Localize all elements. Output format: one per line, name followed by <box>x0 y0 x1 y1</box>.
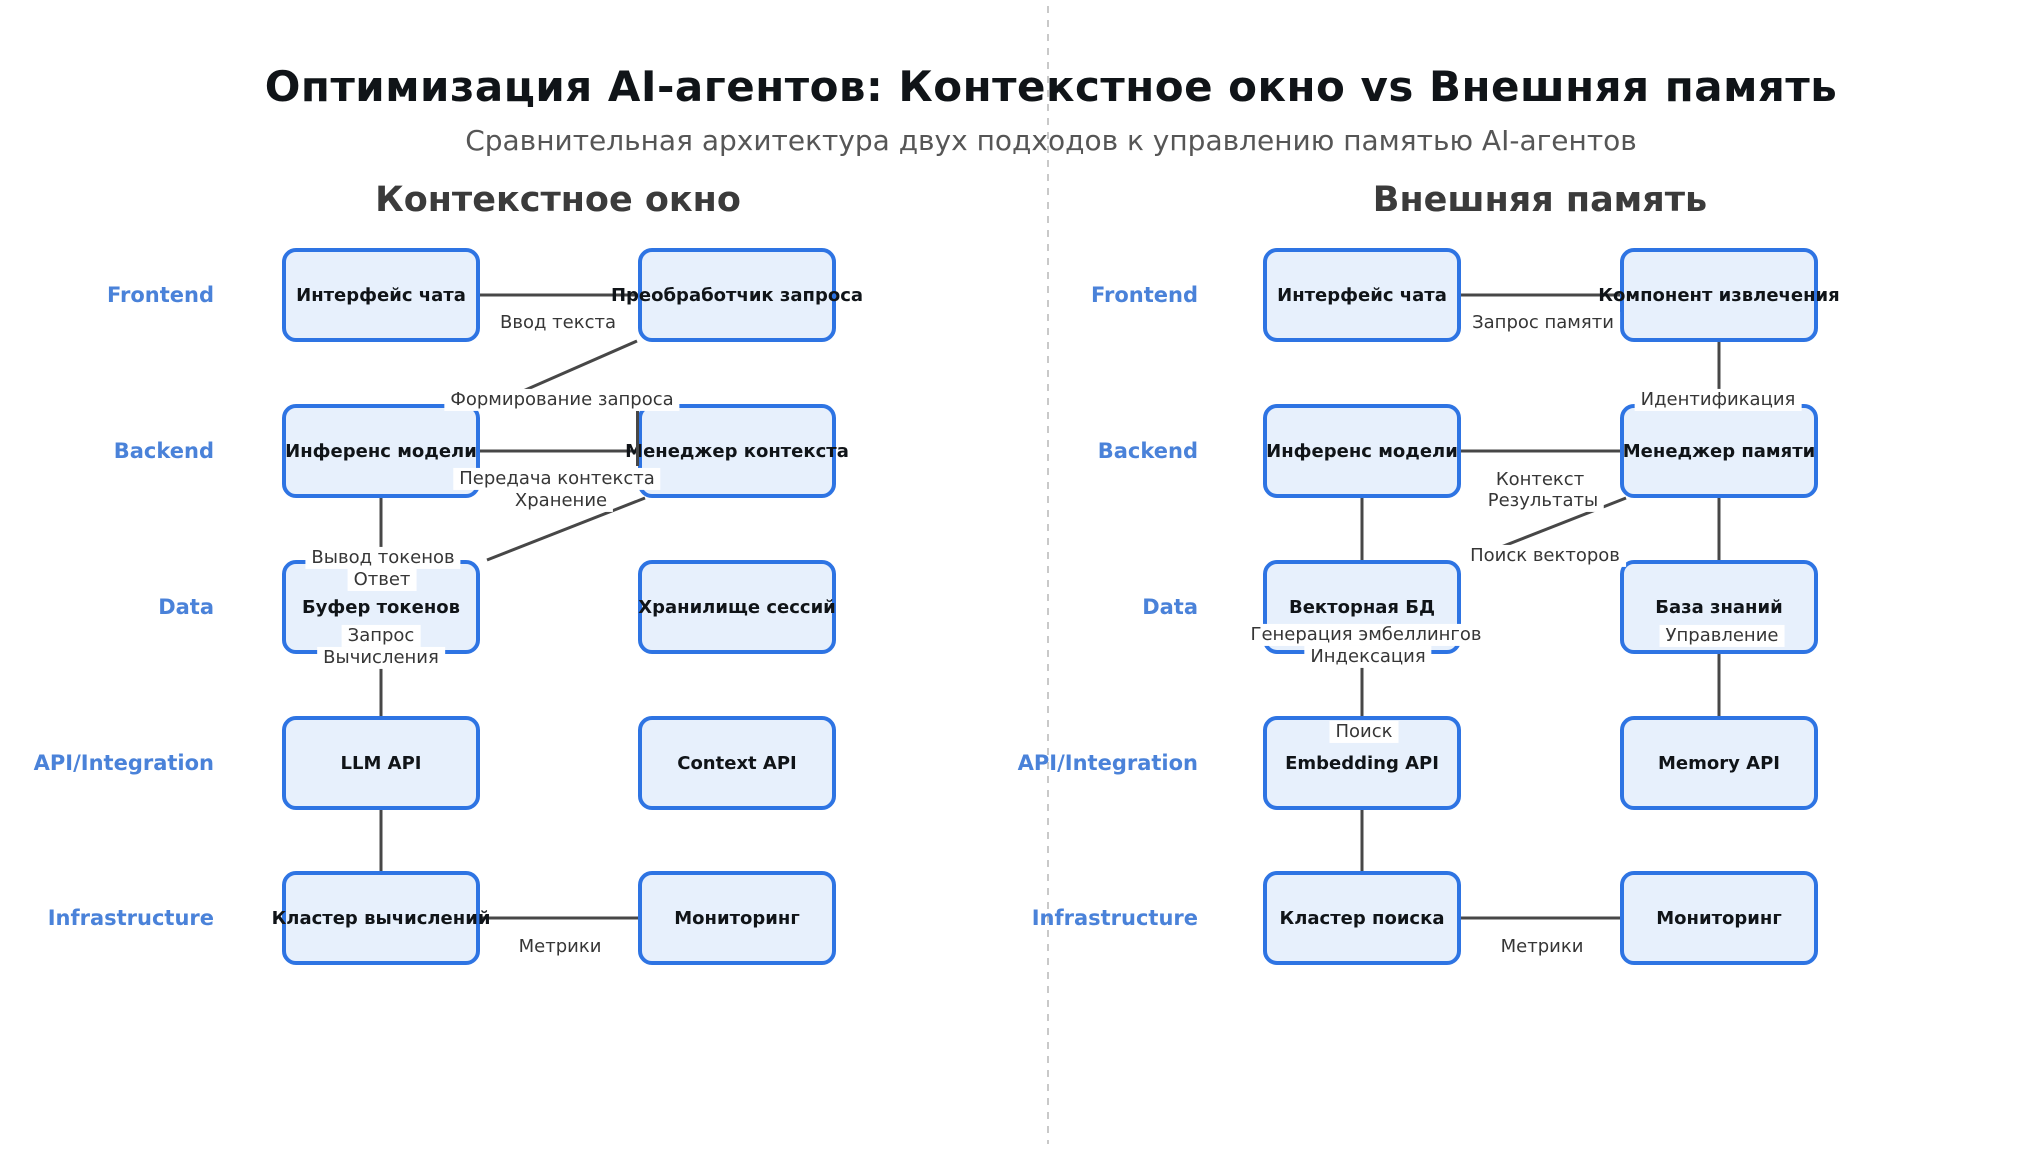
edge-preprocessor-contextmanager-a <box>522 339 638 393</box>
edge-label-metrics-left: Метрики <box>512 935 608 959</box>
node-memory-manager: Менеджер памяти <box>1620 404 1818 498</box>
row-label-data-left: Data <box>158 595 214 619</box>
edge-label-embedding-generation: Генерация эмбеллингов <box>1244 623 1488 647</box>
node-session-store: Хранилище сессий <box>638 560 836 654</box>
node-monitoring-left: Мониторинг <box>638 871 836 965</box>
node-context-manager: Менеджер контекста <box>625 404 849 498</box>
edge-label-text-input: Ввод текста <box>494 311 622 335</box>
row-label-frontend-left: Frontend <box>107 283 214 307</box>
row-label-frontend-right: Frontend <box>1091 283 1198 307</box>
row-label-api-left: API/Integration <box>33 751 214 775</box>
row-label-backend-right: Backend <box>1097 439 1198 463</box>
edge-label-metrics-right: Метрики <box>1494 935 1590 959</box>
edge-label-memory-request: Запрос памяти <box>1466 311 1620 335</box>
right-panel-title: Внешняя память <box>1372 180 1708 220</box>
row-label-api-right: API/Integration <box>1017 751 1198 775</box>
edge-label-token-output: Вывод токенов <box>305 546 461 570</box>
node-memory-api: Memory API <box>1620 716 1818 810</box>
node-context-api: Context API <box>638 716 836 810</box>
edge-label-storing: Хранение <box>508 489 614 513</box>
edge-preprocessor-contextmanager-b <box>636 411 639 466</box>
edge-label-answer: Ответ <box>347 568 417 592</box>
page-subtitle: Сравнительная архитектура двух подходов … <box>465 124 1637 157</box>
node-request-preprocessor: Преобработчик запроса <box>611 248 863 342</box>
row-label-infrastructure-right: Infrastructure <box>1031 906 1198 930</box>
edge-label-vector-search: Поиск векторов <box>1464 544 1626 568</box>
edge-label-management: Управление <box>1659 624 1785 648</box>
left-panel-title: Контекстное окно <box>375 180 741 220</box>
row-label-infrastructure-left: Infrastructure <box>47 906 214 930</box>
row-label-backend-left: Backend <box>113 439 214 463</box>
edge-label-query-forming: Формирование запроса <box>444 388 680 412</box>
edge-label-indexing: Индексация <box>1304 645 1432 669</box>
edge-label-identification: Идентификация <box>1634 388 1802 412</box>
node-chat-interface-left: Интерфейс чата <box>282 248 480 342</box>
edge-label-results: Результаты <box>1481 489 1605 513</box>
row-label-data-right: Data <box>1142 595 1198 619</box>
edge-contextmanager-tokenbuffer <box>486 496 646 562</box>
edge-label-computation: Вычисления <box>317 646 445 670</box>
node-model-inference-right: Инференс модели <box>1263 404 1461 498</box>
node-compute-cluster: Кластер вычислений <box>272 871 490 965</box>
edge-label-context-transfer: Передача контекста <box>453 467 661 491</box>
page-title: Оптимизация AI-агентов: Контекстное окно… <box>264 62 1838 111</box>
node-chat-interface-right: Интерфейс чата <box>1263 248 1461 342</box>
edge-label-context: Контекст <box>1489 468 1591 492</box>
node-model-inference-left: Инференс модели <box>282 404 480 498</box>
edge-label-request: Запрос <box>341 624 421 648</box>
node-llm-api: LLM API <box>282 716 480 810</box>
node-retrieval-component: Компонент извлечения <box>1598 248 1840 342</box>
node-search-cluster: Кластер поиска <box>1263 871 1461 965</box>
edge-label-search: Поиск <box>1329 720 1399 744</box>
node-monitoring-right: Мониторинг <box>1620 871 1818 965</box>
